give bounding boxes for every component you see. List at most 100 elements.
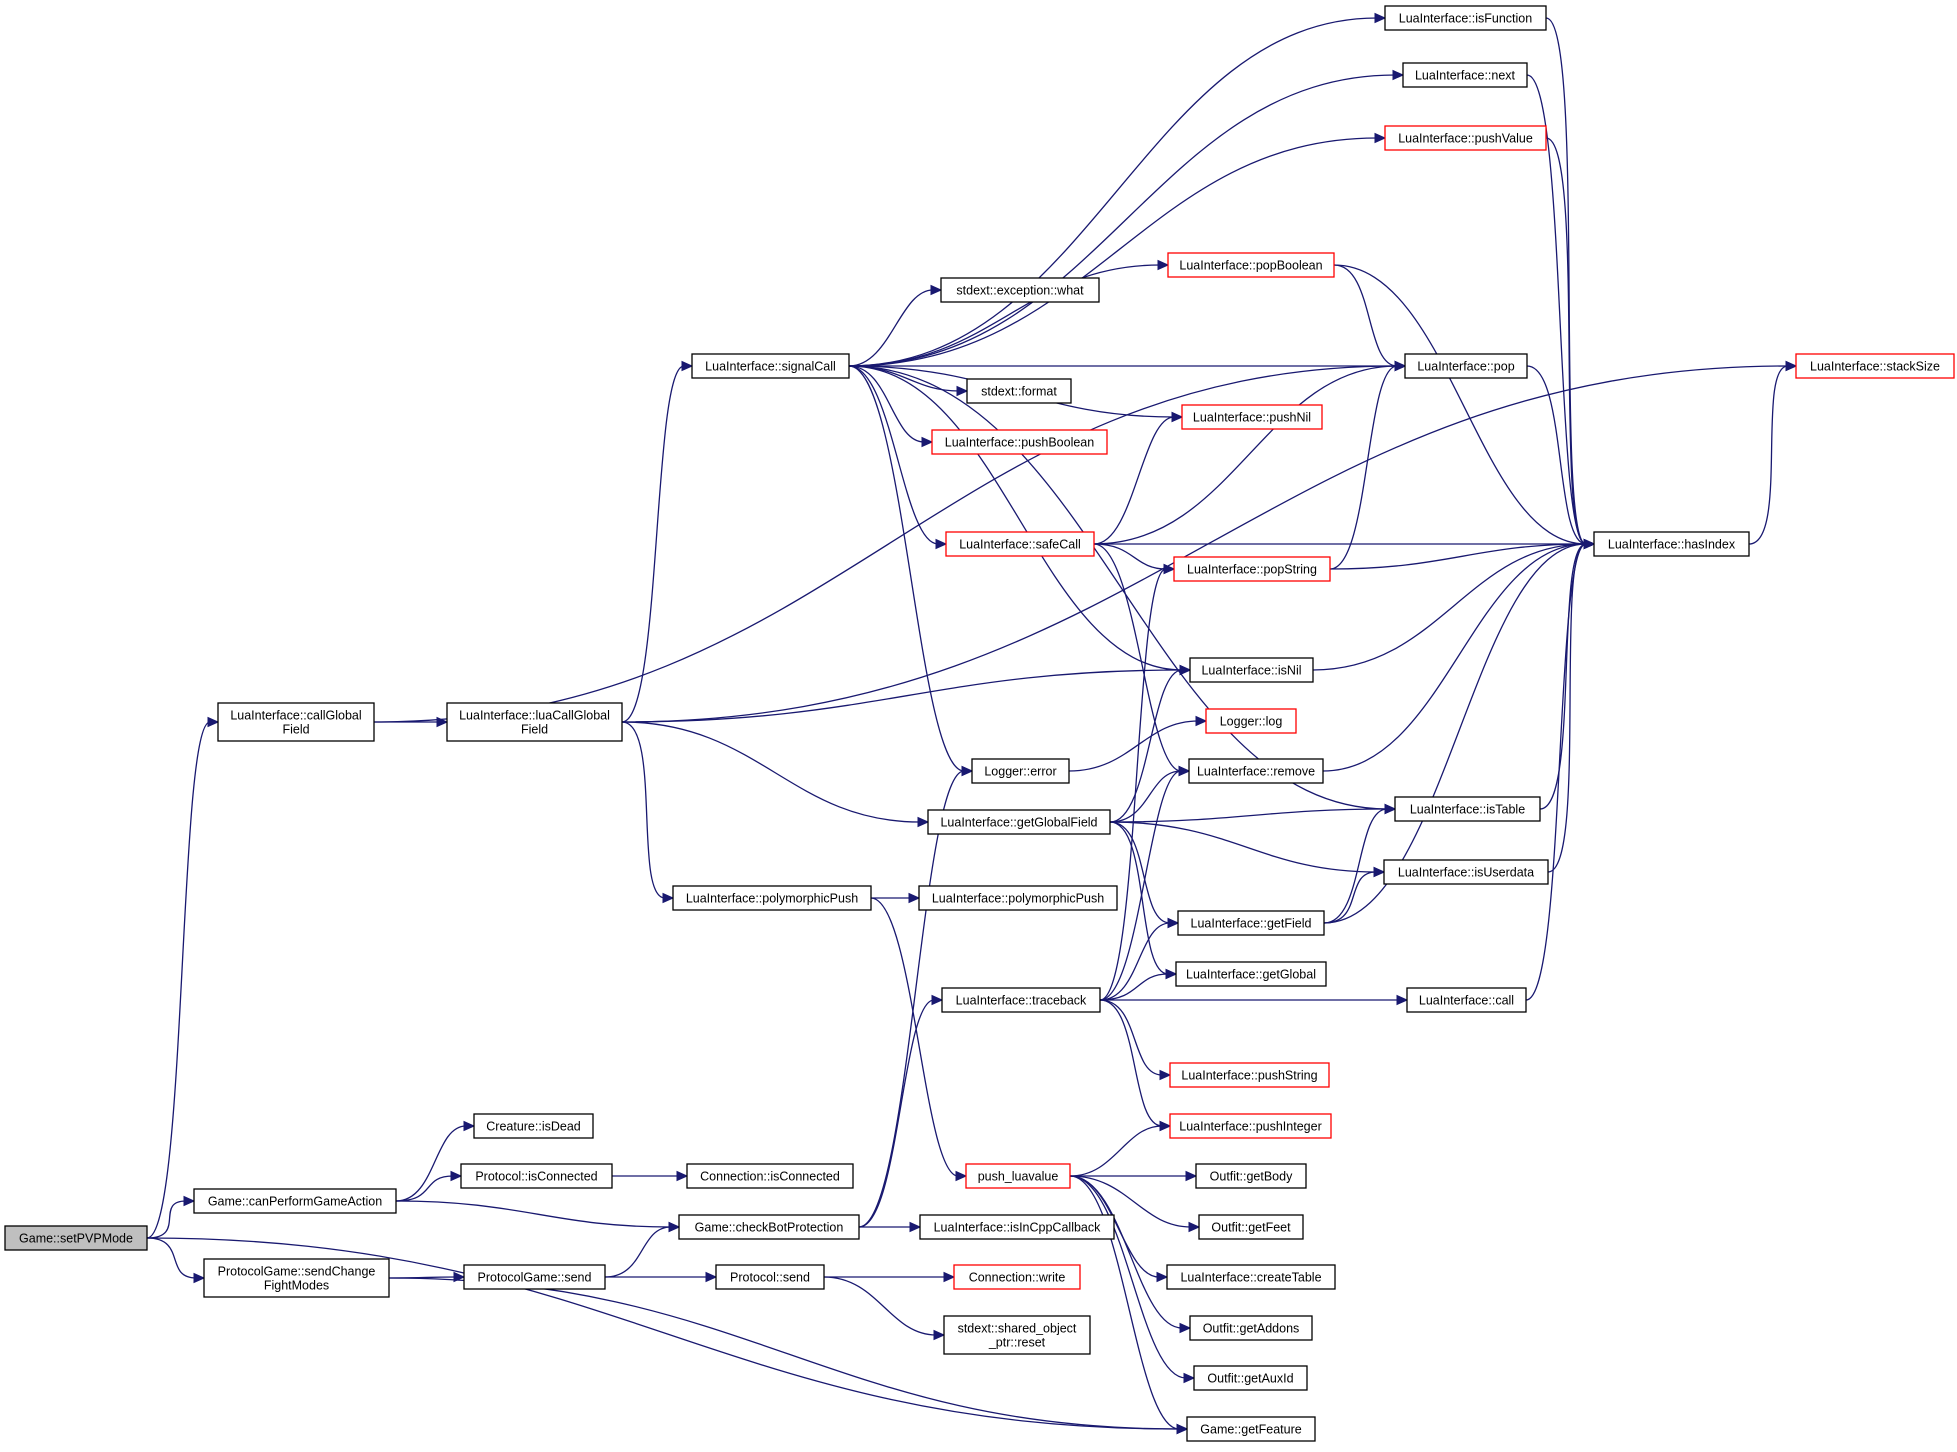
node-std-format[interactable]: stdext::format bbox=[966, 378, 1072, 404]
node-box bbox=[1383, 859, 1549, 885]
edge-signal-call-to-is-table bbox=[848, 365, 1397, 815]
node-label: push_luavalue bbox=[978, 1169, 1059, 1183]
node-remove[interactable]: LuaInterface::remove bbox=[1188, 758, 1324, 784]
node-is-userdata[interactable]: LuaInterface::isUserdata bbox=[1383, 859, 1549, 885]
node-traceback[interactable]: LuaInterface::traceback bbox=[941, 987, 1101, 1013]
node-box bbox=[1193, 1365, 1308, 1391]
edge-line bbox=[395, 1200, 672, 1228]
node-get-global[interactable]: LuaInterface::getGlobal bbox=[1175, 961, 1327, 987]
edge-line bbox=[1539, 543, 1587, 810]
node-set-pvpmode[interactable]: Game::setPVPMode bbox=[4, 1225, 148, 1251]
node-label: LuaInterface::pushValue bbox=[1398, 131, 1533, 145]
node-logger-log[interactable]: Logger::log bbox=[1205, 708, 1297, 734]
edge-line bbox=[1748, 365, 1789, 545]
node-has-index[interactable]: LuaInterface::hasIndex bbox=[1593, 531, 1750, 557]
node-create-table[interactable]: LuaInterface::createTable bbox=[1166, 1264, 1336, 1290]
node-pop-string[interactable]: LuaInterface::popString bbox=[1173, 556, 1331, 582]
node-box bbox=[463, 1264, 606, 1290]
node-get-addons[interactable]: Outfit::getAddons bbox=[1189, 1315, 1313, 1341]
node-is-dead[interactable]: Creature::isDead bbox=[473, 1113, 594, 1139]
node-get-body[interactable]: Outfit::getBody bbox=[1195, 1163, 1307, 1189]
arrowhead bbox=[207, 716, 220, 728]
edge-line bbox=[1109, 669, 1183, 823]
node-connection-is-connected[interactable]: Connection::isConnected bbox=[686, 1163, 854, 1189]
node-safe-call[interactable]: LuaInterface::safeCall bbox=[945, 531, 1095, 557]
edge-push-luavalue-to-get-body bbox=[1069, 1170, 1198, 1182]
node-protocol-send[interactable]: Protocol::send bbox=[715, 1264, 825, 1290]
node-get-feature[interactable]: Game::getFeature bbox=[1186, 1416, 1316, 1442]
node-label: Game::setPVPMode bbox=[19, 1231, 133, 1245]
node-connection-write[interactable]: Connection::write bbox=[953, 1264, 1081, 1290]
node-can-perform-game-action[interactable]: Game::canPerformGameAction bbox=[193, 1188, 397, 1214]
node-is-nil[interactable]: LuaInterface::isNil bbox=[1189, 657, 1314, 683]
edge-line bbox=[146, 1200, 187, 1239]
node-shared-reset[interactable]: stdext::shared_object_ptr::reset bbox=[943, 1315, 1091, 1355]
node-push-string[interactable]: LuaInterface::pushString bbox=[1169, 1062, 1330, 1088]
node-get-global-field[interactable]: LuaInterface::getGlobalField bbox=[927, 809, 1111, 835]
node-box bbox=[1593, 531, 1750, 557]
node-get-aux-id[interactable]: Outfit::getAuxId bbox=[1193, 1365, 1308, 1391]
edge-line bbox=[146, 721, 211, 1239]
node-is-in-cpp-callback[interactable]: LuaInterface::isInCppCallback bbox=[919, 1214, 1115, 1240]
node-polymorphic-push2[interactable]: LuaInterface::polymorphicPush bbox=[918, 885, 1118, 911]
edge-line bbox=[1093, 416, 1175, 545]
edge-traceback-to-push-string bbox=[1099, 999, 1172, 1081]
node-next[interactable]: LuaInterface::next bbox=[1402, 62, 1528, 88]
edge-line bbox=[1099, 973, 1169, 1001]
node-pop[interactable]: LuaInterface::pop bbox=[1404, 353, 1528, 379]
node-logger-error[interactable]: Logger::error bbox=[971, 758, 1070, 784]
edge-is-table-to-has-index bbox=[1539, 538, 1596, 810]
node-box bbox=[193, 1188, 397, 1214]
edge-protocol-game-send-to-protocol-send bbox=[605, 1271, 718, 1283]
arrowhead bbox=[1157, 259, 1170, 271]
node-push-boolean[interactable]: LuaInterface::pushBoolean bbox=[931, 429, 1108, 455]
node-pop-boolean[interactable]: LuaInterface::popBoolean bbox=[1167, 252, 1335, 278]
node-push-luavalue[interactable]: push_luavalue bbox=[965, 1163, 1071, 1189]
node-box bbox=[4, 1225, 148, 1251]
node-label: ProtocolGame::send bbox=[478, 1270, 592, 1284]
edge-line bbox=[1069, 1175, 1192, 1228]
node-label: LuaInterface::isNil bbox=[1201, 663, 1301, 677]
node-polymorphic-push1[interactable]: LuaInterface::polymorphicPush bbox=[672, 885, 872, 911]
node-is-table[interactable]: LuaInterface::isTable bbox=[1394, 796, 1541, 822]
node-check-bot-protection[interactable]: Game::checkBotProtection bbox=[678, 1214, 860, 1240]
node-get-field[interactable]: LuaInterface::getField bbox=[1177, 910, 1325, 936]
node-box bbox=[1384, 5, 1547, 31]
node-label: LuaInterface::traceback bbox=[956, 993, 1087, 1007]
node-box bbox=[715, 1264, 825, 1290]
edge-signal-call-to-push-boolean bbox=[848, 365, 934, 448]
node-get-feet[interactable]: Outfit::getFeet bbox=[1198, 1214, 1304, 1240]
node-is-function[interactable]: LuaInterface::isFunction bbox=[1384, 5, 1547, 31]
arrowhead bbox=[1167, 917, 1180, 929]
edge-line bbox=[1099, 999, 1163, 1076]
edge-lua-call-global-field-to-is-nil bbox=[621, 664, 1192, 723]
node-push-integer[interactable]: LuaInterface::pushInteger bbox=[1169, 1113, 1332, 1139]
node-protocol-is-connected[interactable]: Protocol::isConnected bbox=[460, 1163, 613, 1189]
node-call[interactable]: LuaInterface::call bbox=[1406, 987, 1527, 1013]
node-label: Outfit::getFeet bbox=[1211, 1220, 1291, 1234]
node-box bbox=[1402, 62, 1528, 88]
node-push-value[interactable]: LuaInterface::pushValue bbox=[1384, 125, 1547, 151]
edge-line bbox=[1322, 543, 1587, 772]
arrowhead bbox=[1394, 360, 1407, 372]
node-label: stdext::exception::what bbox=[956, 283, 1084, 297]
edge-signal-call-to-next bbox=[848, 69, 1405, 367]
node-box bbox=[1167, 252, 1335, 278]
node-box bbox=[460, 1163, 613, 1189]
node-exception-what[interactable]: stdext::exception::what bbox=[940, 277, 1100, 303]
node-box bbox=[1205, 708, 1297, 734]
node-stack-size[interactable]: LuaInterface::stackSize bbox=[1795, 353, 1955, 379]
node-push-nil[interactable]: LuaInterface::pushNil bbox=[1181, 404, 1323, 430]
node-protocol-game-send[interactable]: ProtocolGame::send bbox=[463, 1264, 606, 1290]
arrowhead bbox=[1176, 1423, 1189, 1435]
node-label: LuaInterface::isUserdata bbox=[1398, 865, 1534, 879]
edge-line bbox=[1109, 821, 1169, 975]
node-signal-call[interactable]: LuaInterface::signalCall bbox=[691, 353, 850, 379]
edge-signal-call-to-safe-call bbox=[848, 365, 948, 550]
node-box bbox=[945, 531, 1095, 557]
node-box bbox=[1384, 125, 1547, 151]
